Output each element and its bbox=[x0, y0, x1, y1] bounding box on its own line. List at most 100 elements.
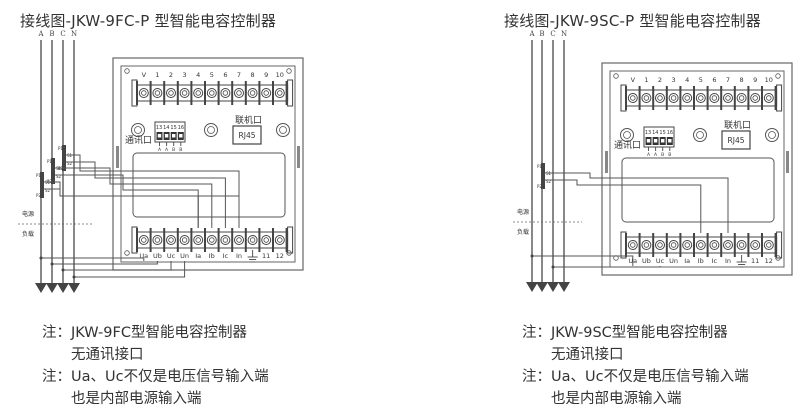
bottom-strip-divider bbox=[272, 228, 274, 252]
comm-pin-letter: B bbox=[668, 152, 671, 158]
top-strip-divider bbox=[638, 86, 641, 110]
top-strip-divider bbox=[149, 81, 152, 105]
comm-pin-number: 14 bbox=[652, 130, 658, 136]
top-terminal-screw-icon bbox=[138, 88, 149, 98]
bottom-terminal-screw-inner bbox=[209, 237, 215, 243]
comm-pin-number: 16 bbox=[178, 125, 184, 131]
comm-connector bbox=[643, 126, 675, 148]
current-transformer-icon bbox=[51, 158, 55, 184]
voltage-wire-uc bbox=[553, 266, 661, 268]
ct-label-s2: S2 bbox=[56, 174, 62, 179]
junction-dot bbox=[39, 256, 43, 260]
bottom-strip-divider bbox=[720, 233, 723, 257]
top-strip-divider bbox=[190, 81, 193, 105]
voltage-wire-ub bbox=[52, 261, 158, 265]
top-terminal-screw-icon bbox=[655, 93, 665, 103]
top-terminal-label: 7 bbox=[726, 76, 730, 84]
phase-label-b: B bbox=[49, 30, 54, 38]
bottom-terminal-label: In bbox=[725, 257, 731, 265]
ct-secondary-wire bbox=[44, 188, 199, 228]
top-terminal-label: 7 bbox=[237, 71, 241, 79]
voltage-wire-uc bbox=[63, 261, 172, 271]
current-transformer-icon bbox=[40, 172, 44, 198]
top-terminal-screw-icon bbox=[723, 93, 733, 103]
phase-label-a: A bbox=[37, 30, 44, 38]
bottom-terminal-label: 12 bbox=[276, 252, 284, 260]
bottom-terminal-label: Ub bbox=[642, 257, 651, 265]
top-terminal-label: 9 bbox=[264, 71, 268, 79]
note-text: JKW-9SC型智能电容控制器 bbox=[551, 325, 728, 341]
top-terminal-screw-icon bbox=[668, 93, 679, 103]
top-terminal-label: 5 bbox=[210, 71, 214, 79]
top-strip-divider bbox=[285, 81, 288, 105]
top-strip-divider bbox=[761, 86, 763, 110]
bottom-terminal-screw-inner bbox=[766, 242, 772, 248]
right-diagram-title: 接线图-JKW-9SC-P 型智能电容控制器 bbox=[504, 12, 761, 30]
bottom-strip-divider bbox=[747, 233, 750, 257]
top-terminal-label: V bbox=[631, 76, 636, 84]
current-transformer-icon bbox=[62, 145, 66, 171]
top-terminal-screw-icon bbox=[750, 93, 761, 103]
bottom-strip-divider bbox=[149, 228, 152, 252]
bottom-terminal-label: Ib bbox=[698, 257, 704, 265]
bottom-terminal-label: 11 bbox=[262, 252, 270, 260]
top-strip-divider bbox=[693, 86, 695, 110]
top-terminal-screw-inner bbox=[684, 95, 690, 101]
bottom-strip-divider bbox=[638, 233, 641, 257]
top-terminal-screw-inner bbox=[277, 90, 283, 96]
load-label: 负载 bbox=[22, 230, 34, 238]
comm-pin-letter: A bbox=[654, 152, 658, 158]
top-strip-divider bbox=[720, 86, 723, 110]
ct-label-p1: P1 bbox=[47, 159, 52, 164]
top-terminal-screw-inner bbox=[141, 90, 147, 96]
bottom-terminal-screw-inner bbox=[154, 237, 161, 243]
load-arrow-icon bbox=[558, 282, 570, 292]
adjust-knob-inner bbox=[279, 126, 287, 134]
bottom-terminal-screw-inner bbox=[222, 237, 229, 243]
bottom-terminal-screw-inner bbox=[725, 242, 731, 248]
load-arrow-icon bbox=[547, 282, 559, 292]
bottom-terminal-screw-inner bbox=[657, 242, 663, 248]
top-terminal-screw-inner bbox=[670, 95, 677, 101]
mounting-hole-icon bbox=[124, 68, 130, 74]
comm-port-label: 通讯口 bbox=[125, 135, 152, 146]
comm-pin-letter: B bbox=[179, 147, 182, 153]
top-terminal-screw-icon bbox=[206, 88, 217, 98]
bottom-strip-divider bbox=[761, 233, 763, 257]
top-terminal-screw-inner bbox=[154, 90, 161, 96]
bottom-terminal-label: Uc bbox=[167, 252, 176, 260]
top-terminal-screw-inner bbox=[263, 90, 269, 96]
side-clip-right bbox=[297, 146, 300, 168]
voltage-wire-ua bbox=[532, 255, 634, 266]
top-terminal-screw-icon bbox=[179, 88, 190, 98]
bottom-terminal-screw-icon bbox=[763, 240, 774, 250]
comm-connector bbox=[154, 121, 186, 143]
left-note-2: 无通讯接口 bbox=[42, 344, 269, 366]
load-arrow-icon bbox=[35, 283, 47, 293]
bottom-terminal-screw-icon bbox=[234, 235, 244, 245]
comm-pin-hole bbox=[172, 134, 176, 138]
comm-pin-number: 15 bbox=[170, 125, 176, 131]
top-terminal-screw-inner bbox=[752, 95, 758, 101]
top-strip-divider bbox=[679, 86, 682, 110]
comm-pin-letter: A bbox=[165, 147, 169, 153]
adjust-knob-icon bbox=[693, 128, 707, 142]
note-text: Ua、Uc不仅是电压信号输入端 bbox=[71, 369, 269, 385]
comm-pin-letter: B bbox=[661, 152, 664, 158]
adjust-knob-icon bbox=[204, 123, 218, 137]
top-strip-divider bbox=[258, 81, 261, 105]
top-terminal-screw-inner bbox=[195, 90, 201, 96]
top-strip-divider bbox=[163, 81, 166, 105]
ct-label-p2: P2 bbox=[537, 184, 542, 189]
bottom-strip-divider bbox=[625, 233, 627, 257]
top-strip-divider bbox=[244, 81, 247, 105]
bottom-terminal-label: In bbox=[236, 252, 242, 260]
top-strip-divider bbox=[747, 86, 750, 110]
bottom-terminal-screw-inner bbox=[181, 237, 188, 243]
top-terminal-screw-icon bbox=[627, 93, 638, 103]
top-terminal-screw-icon bbox=[166, 88, 176, 98]
top-terminal-label: 1 bbox=[155, 71, 159, 79]
bottom-terminal-screw-inner bbox=[670, 242, 677, 248]
bottom-terminal-screw-icon bbox=[247, 235, 258, 245]
adjust-knob-icon bbox=[276, 123, 290, 137]
